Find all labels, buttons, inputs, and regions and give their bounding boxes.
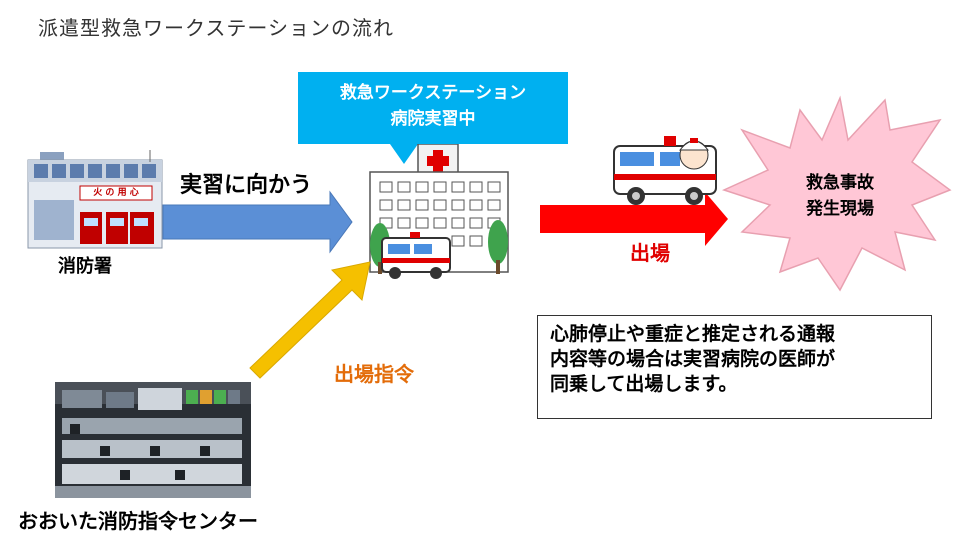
ambulance-illustration <box>613 136 717 205</box>
fire-station-sign: 火 の 用 心 <box>93 188 139 198</box>
accident-line-1: 救急事故 <box>806 173 874 193</box>
accident-line-2: 発生現場 <box>806 199 874 219</box>
arrow-dispatch-order <box>249 261 371 379</box>
hospital-illustration <box>369 143 509 279</box>
callout-box <box>298 72 568 144</box>
label-dispatch-order: 出場指令 <box>334 362 414 386</box>
command-center-photo <box>55 382 251 498</box>
arrow-to-hospital <box>162 190 353 254</box>
label-go-to-training: 実習に向かう <box>180 173 313 198</box>
label-fire-station: 消防署 <box>58 256 112 277</box>
page-title: 派遣型救急ワークステーションの流れ <box>38 16 394 40</box>
note-line-1: 心肺停止や重症と推定される通報 <box>550 323 836 345</box>
accident-burst <box>721 95 952 292</box>
fire-station-illustration <box>27 150 163 249</box>
label-dispatch: 出場 <box>630 241 670 265</box>
callout-text: 救急ワークステーション 病院実習中 <box>298 80 568 132</box>
accident-text: 救急事故 発生現場 <box>770 170 910 222</box>
callout-line-1: 救急ワークステーション <box>339 83 527 103</box>
note-line-3: 同乗して出場します。 <box>550 373 738 395</box>
callout-line-2: 病院実習中 <box>390 109 476 129</box>
callout-tail <box>390 144 418 164</box>
label-command-center: おおいた消防指令センター <box>18 509 258 533</box>
note-box: 心肺停止や重症と推定される通報 内容等の場合は実習病院の医師が 同乗して出場しま… <box>537 315 932 419</box>
note-line-2: 内容等の場合は実習病院の医師が <box>550 348 836 370</box>
arrow-dispatch <box>540 192 728 246</box>
